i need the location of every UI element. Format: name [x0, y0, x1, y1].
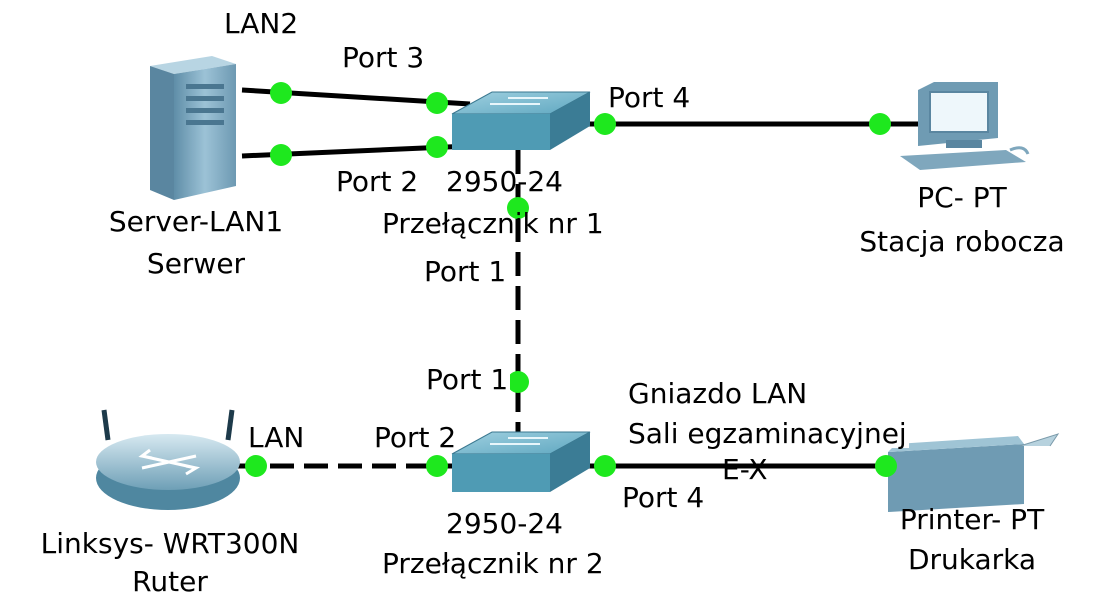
link-dot-s1-port2 — [426, 136, 448, 158]
link-dot-s2-port1 — [507, 371, 529, 393]
link-dot-printer — [875, 455, 897, 477]
router-model-label: Linksys- WRT300N — [41, 530, 300, 558]
server-icon[interactable] — [150, 56, 236, 200]
link-dot-s1-port3 — [426, 92, 448, 114]
pc-model-label: PC- PT — [917, 184, 1006, 212]
switch2-model-label: 2950-24 — [446, 510, 563, 538]
socket-line1-label: Gniazdo LAN — [628, 380, 807, 408]
printer-icon[interactable] — [888, 434, 1058, 512]
link-dot-s2-port4 — [594, 455, 616, 477]
link-dot-server-lan1 — [270, 144, 292, 166]
server-model-label: Server-LAN1 — [109, 208, 283, 236]
s1-port2-label: Port 2 — [336, 168, 418, 196]
switch2-name-label: Przełącznik nr 2 — [382, 550, 604, 578]
printer-name-label: Drukarka — [908, 546, 1036, 574]
link-dot-s2-port2 — [426, 455, 448, 477]
cables — [236, 90, 918, 466]
s2-port1-label: Port 1 — [424, 366, 510, 394]
server-lan2-label: LAN2 — [224, 10, 298, 38]
socket-line3-label: E-X — [722, 456, 768, 484]
router-name-label: Ruter — [132, 568, 208, 596]
socket-line2-label: Sali egzaminacyjnej — [626, 420, 909, 448]
s2-port4-label: Port 4 — [622, 484, 704, 512]
link-dot-router-lan — [245, 455, 267, 477]
link-dot-server-lan2 — [270, 82, 292, 104]
switch1-name-label: Przełącznik nr 1 — [382, 210, 604, 238]
link-dot-s1-port4 — [594, 113, 616, 135]
link-dot-pc — [869, 113, 891, 135]
switch2-icon[interactable] — [452, 432, 590, 492]
switch1-icon[interactable] — [452, 92, 590, 150]
pc-name-label: Stacja robocza — [859, 228, 1064, 256]
router-lan-label: LAN — [248, 424, 304, 452]
server-name-label: Serwer — [147, 250, 245, 278]
s1-port4-label: Port 4 — [606, 84, 692, 112]
printer-model-label: Printer- PT — [900, 506, 1044, 534]
s2-port2-label: Port 2 — [374, 424, 456, 452]
pc-icon[interactable] — [900, 82, 1028, 170]
s1-port1-label: Port 1 — [424, 258, 506, 286]
switch1-model-label: 2950-24 — [446, 168, 563, 196]
router-icon[interactable] — [96, 410, 240, 510]
s1-port3-label: Port 3 — [342, 44, 424, 72]
